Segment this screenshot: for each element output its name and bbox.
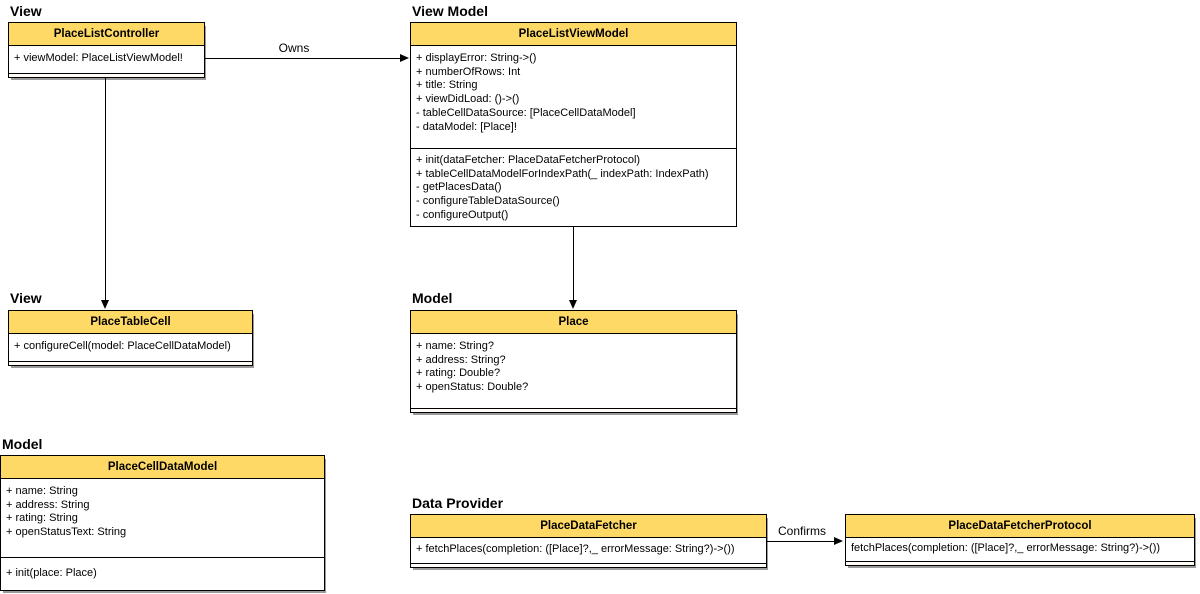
class-box-place-list-view-model: PlaceListViewModel + displayError: Strin… xyxy=(410,22,737,227)
attribute: + displayError: String->() xyxy=(416,52,537,64)
empty-compartment xyxy=(9,73,204,77)
section-label-model-bottom: Model xyxy=(2,436,43,452)
attributes-compartment: + configureCell(model: PlaceCellDataMode… xyxy=(9,334,252,361)
class-title: PlaceTableCell xyxy=(9,311,252,334)
owns-edge-line xyxy=(205,58,403,59)
method: + fetchPlaces(completion: ([Place]?,_ er… xyxy=(416,543,735,555)
class-box-place: Place + name: String? + address: String?… xyxy=(410,310,737,413)
attributes-compartment: + name: String? + address: String? + rat… xyxy=(411,334,736,408)
attribute: + address: String xyxy=(6,498,90,511)
section-label-data-provider: Data Provider xyxy=(412,495,504,511)
class-title: PlaceListViewModel xyxy=(411,23,736,46)
attribute: - tableCellDataSource: [PlaceCellDataMod… xyxy=(416,106,636,119)
methods-compartment: + init(place: Place) xyxy=(1,557,324,590)
confirms-arrowhead-icon xyxy=(834,537,843,545)
empty-compartment xyxy=(9,361,252,365)
empty-compartment xyxy=(411,408,736,412)
methods-compartment: fetchPlaces(completion: ([Place]?,_ erro… xyxy=(846,538,1194,561)
owns-arrowhead-icon xyxy=(400,54,409,62)
attribute: + title: String xyxy=(416,79,478,92)
attributes-compartment: + displayError: String->() + numberOfRow… xyxy=(411,46,736,148)
method: - configureTableDataSource() xyxy=(416,195,560,208)
attribute: - dataModel: [Place]! xyxy=(416,120,517,133)
method: + init(dataFetcher: PlaceDataFetcherProt… xyxy=(416,154,641,166)
class-title: PlaceDataFetcherProtocol xyxy=(846,515,1194,538)
empty-compartment xyxy=(846,561,1194,565)
section-label-view-bottom: View xyxy=(10,290,42,306)
attribute: + rating: Double? xyxy=(416,367,501,380)
owns-edge-label: Owns xyxy=(278,41,310,55)
attribute: + viewModel: PlaceListViewModel! xyxy=(14,52,183,64)
attribute: + configureCell(model: PlaceCellDataMode… xyxy=(14,340,231,352)
confirms-edge-label: Confirms xyxy=(777,524,826,538)
attributes-compartment: + viewModel: PlaceListViewModel! xyxy=(9,46,204,73)
viewmodel-to-place-edge-line xyxy=(573,227,574,301)
controller-to-cell-arrowhead-icon xyxy=(101,300,109,309)
controller-to-cell-edge-line xyxy=(105,78,106,301)
class-box-place-data-fetcher-protocol: PlaceDataFetcherProtocol fetchPlaces(com… xyxy=(845,514,1195,566)
class-title: PlaceCellDataModel xyxy=(1,456,324,479)
attribute: + numberOfRows: Int xyxy=(416,65,521,78)
method: - getPlacesData() xyxy=(416,181,502,194)
viewmodel-to-place-arrowhead-icon xyxy=(569,300,577,309)
class-title: PlaceDataFetcher xyxy=(411,515,766,538)
attribute: + openStatus: Double? xyxy=(416,381,529,394)
attribute: + name: String? xyxy=(416,340,494,352)
section-label-view-model: View Model xyxy=(412,3,488,19)
class-box-place-cell-data-model: PlaceCellDataModel + name: String + addr… xyxy=(0,455,325,591)
method: - configureOutput() xyxy=(416,208,509,221)
attribute: + name: String xyxy=(6,485,78,497)
methods-compartment: + init(dataFetcher: PlaceDataFetcherProt… xyxy=(411,148,736,226)
section-label-view-top: View xyxy=(10,3,42,19)
section-label-model-center: Model xyxy=(412,290,453,306)
method: + tableCellDataModelForIndexPath(_ index… xyxy=(416,167,709,180)
methods-compartment: + fetchPlaces(completion: ([Place]?,_ er… xyxy=(411,538,766,563)
method: fetchPlaces(completion: ([Place]?,_ erro… xyxy=(851,542,1161,554)
class-title: Place xyxy=(411,311,736,334)
confirms-edge-line xyxy=(767,541,837,542)
attribute: + address: String? xyxy=(416,353,506,366)
method: + init(place: Place) xyxy=(6,567,97,579)
class-title: PlaceListController xyxy=(9,23,204,46)
attribute: + rating: String xyxy=(6,512,78,525)
attributes-compartment: + name: String + address: String + ratin… xyxy=(1,479,324,557)
class-box-place-list-controller: PlaceListController + viewModel: PlaceLi… xyxy=(8,22,205,78)
attribute: + viewDidLoad: ()->() xyxy=(416,93,520,106)
class-box-place-data-fetcher: PlaceDataFetcher + fetchPlaces(completio… xyxy=(410,514,767,568)
empty-compartment xyxy=(411,563,766,567)
attribute: + openStatusText: String xyxy=(6,526,127,539)
class-box-place-table-cell: PlaceTableCell + configureCell(model: Pl… xyxy=(8,310,253,366)
